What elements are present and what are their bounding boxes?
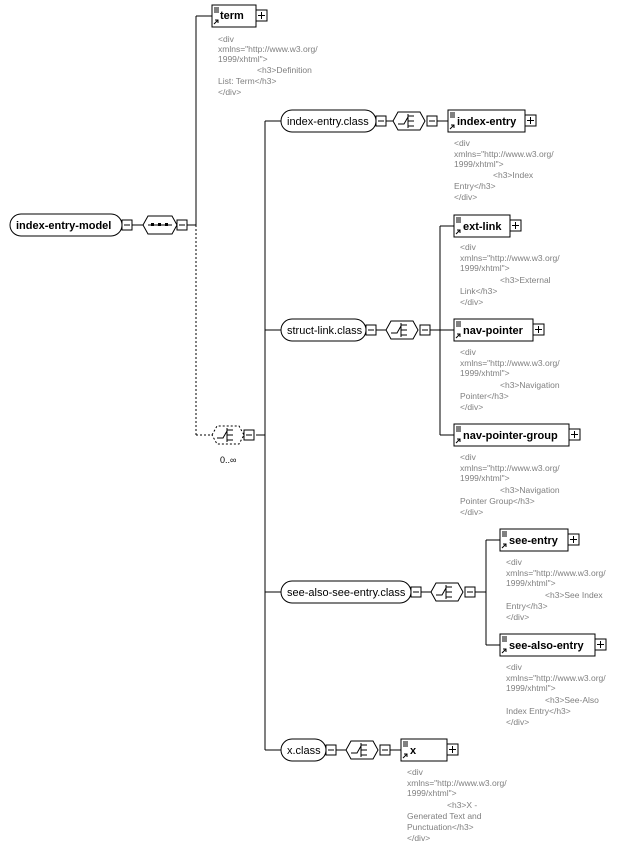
choice-compositor[interactable] — [430, 582, 476, 602]
collapse-icon[interactable] — [176, 219, 188, 231]
collapse-icon[interactable] — [379, 744, 391, 756]
element-doc-icon — [403, 741, 408, 747]
element-ext-link[interactable]: ext-link — [453, 214, 522, 238]
connectors — [132, 15, 500, 751]
group-label: struct-link.class — [287, 325, 363, 337]
choice-compositor[interactable] — [345, 740, 391, 760]
expand-icon[interactable] — [532, 323, 545, 336]
element-doc-icon — [214, 7, 219, 13]
element-see-also-entry[interactable]: see-also-entry — [499, 633, 607, 657]
element-doc-icon — [502, 636, 507, 642]
choice-icon — [391, 323, 407, 337]
element-term[interactable]: term — [211, 4, 268, 28]
collapse-icon[interactable] — [365, 324, 377, 336]
expand-icon[interactable] — [255, 9, 268, 22]
x-doc: <div xmlns="http://www.w3.org/ 1999/xhtm… — [407, 767, 509, 843]
choice-compositor[interactable] — [211, 425, 255, 445]
expand-icon[interactable] — [524, 114, 537, 127]
choice-cardinality: 0..∞ — [220, 455, 236, 465]
reference-arrow-icon — [455, 333, 461, 339]
collapse-icon[interactable] — [464, 586, 476, 598]
element-nav-pointer[interactable]: nav-pointer — [453, 318, 545, 342]
choice-icon — [398, 114, 414, 128]
element-doc-icon — [456, 321, 461, 327]
element-x[interactable]: x — [400, 738, 459, 762]
group-label: see-also-see-entry.class — [287, 587, 406, 599]
nav-pointer-group-doc: <div xmlns="http://www.w3.org/ 1999/xhtm… — [460, 452, 562, 517]
element-label: see-also-entry — [509, 640, 584, 652]
see-also-entry-doc: <div xmlns="http://www.w3.org/ 1999/xhtm… — [506, 662, 608, 727]
element-label: nav-pointer — [463, 325, 524, 337]
element-doc-icon — [456, 217, 461, 223]
nav-pointer-doc: <div xmlns="http://www.w3.org/ 1999/xhtm… — [460, 347, 562, 412]
reference-arrow-icon — [455, 229, 461, 235]
group-x-class[interactable]: x.class — [280, 738, 337, 762]
reference-arrow-icon — [501, 543, 507, 549]
element-label: ext-link — [463, 221, 502, 233]
reference-arrow-icon — [501, 648, 507, 654]
element-label: nav-pointer-group — [463, 430, 558, 442]
collapse-icon[interactable] — [121, 219, 133, 231]
root-element-label: index-entry-model — [16, 220, 111, 232]
element-label: x — [410, 745, 417, 757]
root-element[interactable]: index-entry-model — [9, 213, 133, 237]
collapse-icon[interactable] — [375, 115, 387, 127]
expand-icon[interactable] — [567, 533, 580, 546]
element-see-entry[interactable]: see-entry — [499, 528, 580, 552]
group-see-also-see-entry-class[interactable]: see-also-see-entry.class — [280, 580, 422, 604]
collapse-icon[interactable] — [325, 744, 337, 756]
reference-arrow-icon — [213, 19, 219, 25]
choice-icon — [351, 743, 367, 757]
collapse-icon[interactable] — [419, 324, 431, 336]
group-struct-link-class[interactable]: struct-link.class — [280, 318, 377, 342]
index-entry-doc: <div xmlns="http://www.w3.org/ 1999/xhtm… — [454, 138, 556, 202]
ext-link-doc: <div xmlns="http://www.w3.org/ 1999/xhtm… — [460, 242, 562, 307]
element-doc-icon — [450, 112, 455, 118]
element-nav-pointer-group[interactable]: nav-pointer-group — [453, 423, 581, 447]
group-label: x.class — [287, 745, 321, 757]
see-entry-doc: <div xmlns="http://www.w3.org/ 1999/xhtm… — [506, 557, 608, 622]
element-term-label: term — [220, 10, 244, 22]
term-doc: <div xmlns="http://www.w3.org/ 1999/xhtm… — [218, 34, 320, 97]
reference-arrow-icon — [449, 124, 455, 130]
expand-icon[interactable] — [568, 428, 581, 441]
choice-icon — [436, 585, 452, 599]
choice-compositor[interactable] — [385, 320, 431, 340]
element-index-entry[interactable]: index-entry — [447, 109, 537, 133]
collapse-icon[interactable] — [410, 586, 422, 598]
reference-arrow-icon — [455, 438, 461, 444]
expand-icon[interactable] — [509, 219, 522, 232]
collapse-icon[interactable] — [243, 429, 255, 441]
element-doc-icon — [456, 426, 461, 432]
element-doc-icon — [502, 531, 507, 537]
expand-icon[interactable] — [594, 638, 607, 651]
group-index-entry-class[interactable]: index-entry.class — [280, 109, 387, 133]
sequence-compositor[interactable] — [142, 215, 188, 235]
reference-arrow-icon — [402, 753, 408, 759]
element-label: see-entry — [509, 535, 559, 547]
element-label: index-entry — [457, 116, 517, 128]
choice-compositor[interactable] — [392, 111, 438, 131]
expand-icon[interactable] — [446, 743, 459, 756]
group-label: index-entry.class — [287, 116, 369, 128]
choice-icon — [217, 428, 233, 442]
collapse-icon[interactable] — [426, 115, 438, 127]
